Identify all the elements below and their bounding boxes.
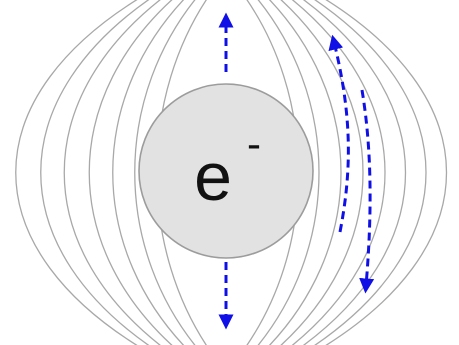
wave-line-left-5 — [112, 0, 185, 345]
wave-line-left-3 — [63, 0, 162, 345]
electron-symbol: e — [194, 139, 232, 215]
electron-charge: - — [247, 120, 261, 167]
wave-line-right-6 — [302, 0, 406, 345]
wave-line-right-4 — [280, 0, 364, 345]
wave-line-right-8 — [325, 0, 448, 345]
wave-line-right-3 — [268, 0, 342, 345]
wave-line-right-7 — [313, 0, 427, 345]
electron-sphere — [138, 83, 314, 259]
wave-line-left-4 — [88, 0, 173, 345]
wave-line-left-6 — [134, 0, 196, 345]
arrow-curved-up — [328, 34, 350, 233]
wave-line-right-2 — [257, 0, 320, 345]
wave-line-left-1 — [15, 0, 138, 345]
wave-line-left-2 — [40, 0, 150, 345]
arrow-curved-down — [359, 89, 375, 294]
